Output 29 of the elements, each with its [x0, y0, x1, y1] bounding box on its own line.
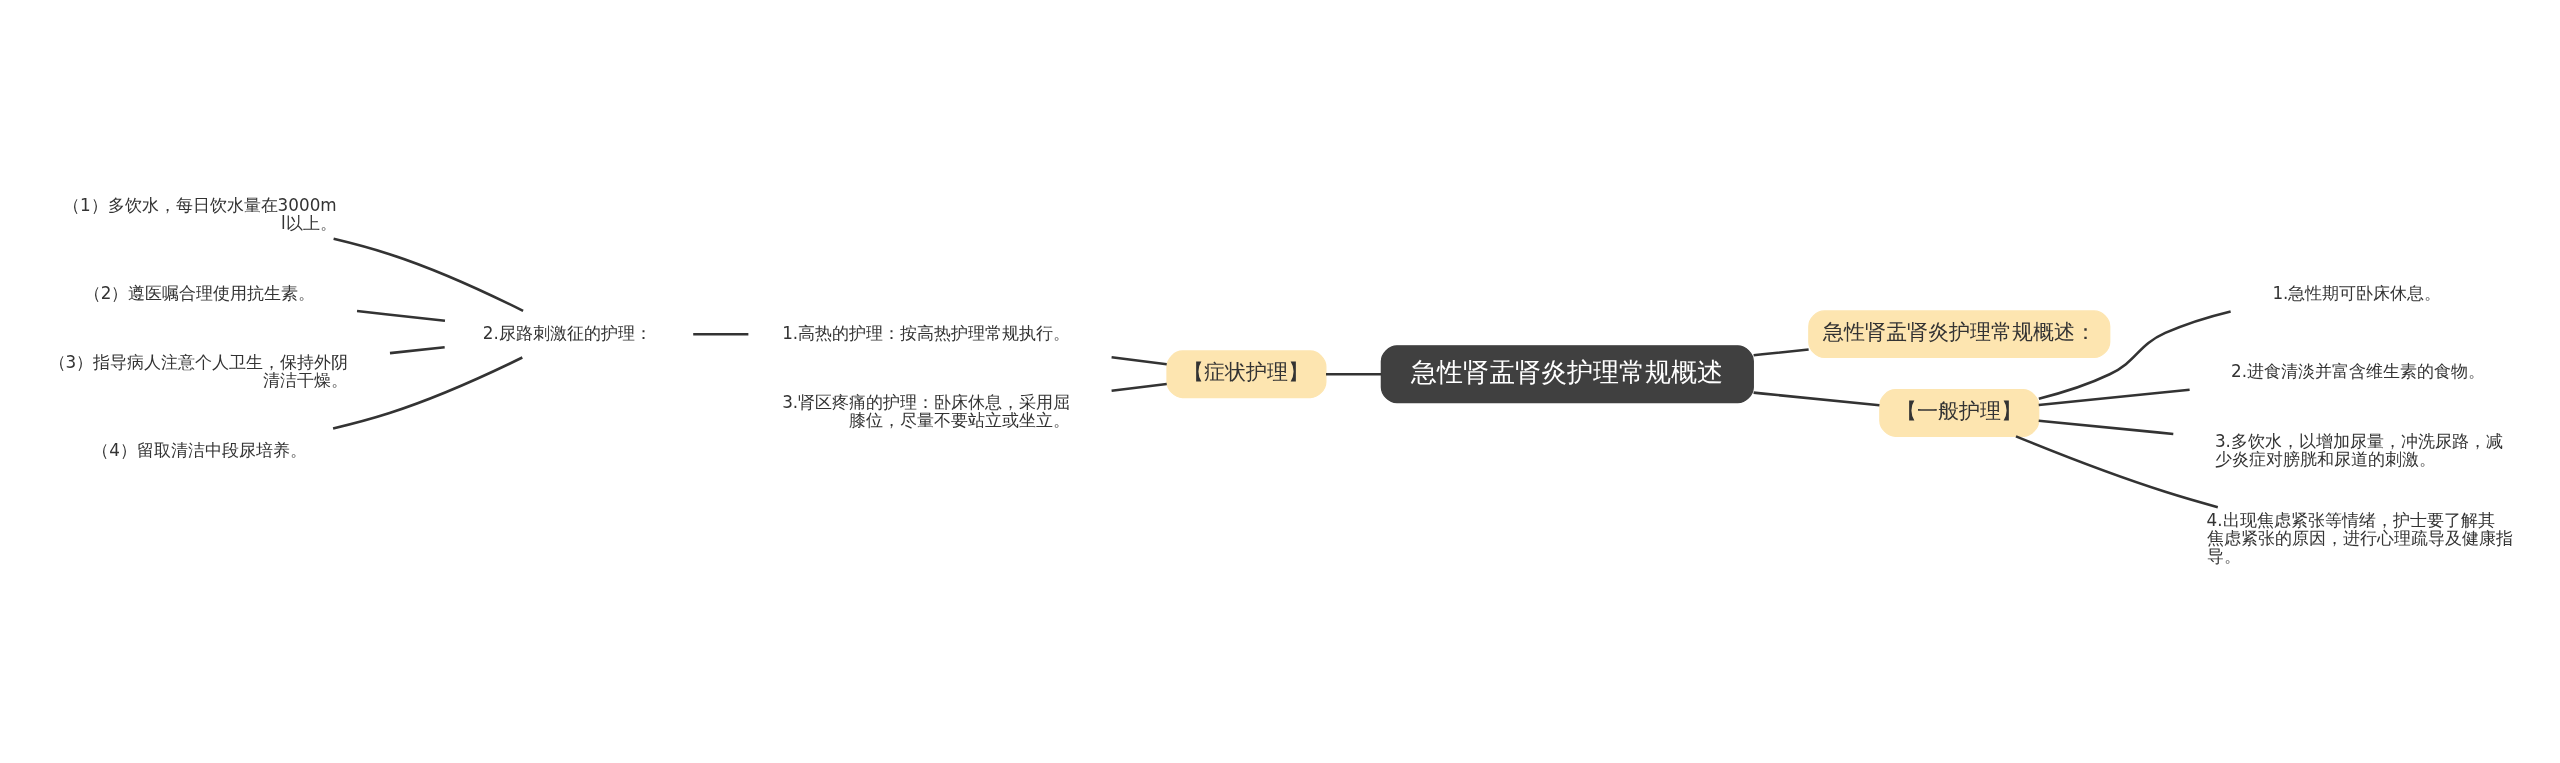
- connector: [332, 355, 523, 430]
- connector: [2015, 434, 2219, 508]
- connector: [693, 332, 749, 335]
- node-text: 2.进食清淡并富含维生素的食物。: [2231, 360, 2486, 381]
- connector: [2038, 418, 2174, 435]
- connector: [2038, 387, 2190, 406]
- connector: [1111, 382, 1167, 392]
- node-text: （4）留取清洁中段尿培养。: [92, 439, 307, 460]
- node-text: （1）多饮水，每日饮水量在3000ml以上。: [62, 194, 337, 233]
- node-text: 3.多饮水，以增加尿量，冲洗尿路，减少炎症对膀胱和尿道的刺激。: [2214, 430, 2503, 469]
- connector: [333, 236, 524, 312]
- node-box: 【一般护理】: [1879, 388, 2040, 437]
- node-text: 1.高热的护理：按高热护理常规执行。: [782, 322, 1071, 343]
- node-box: 急性肾盂肾炎护理常规概述：: [1808, 309, 2111, 358]
- node-text: 1.急性期可卧床休息。: [2272, 282, 2442, 303]
- connector: [389, 345, 445, 354]
- connector: [1111, 355, 1167, 366]
- node-text: 4.出现焦虑紧张等情绪，护士要了解其焦虑紧张的原因，进行心理疏导及健康指导。: [2206, 509, 2513, 566]
- node-text: 2.尿路刺激征的护理：: [482, 322, 652, 343]
- connector: [356, 309, 446, 322]
- connector: [1326, 372, 1382, 376]
- node-box: 急性肾盂肾炎护理常规概述: [1380, 344, 1754, 403]
- connector: [1753, 390, 1880, 406]
- node-text: 3.肾区疼痛的护理：卧床休息，采用屈膝位，尽量不要站立或坐立。: [782, 391, 1071, 430]
- connector: [1753, 347, 1809, 356]
- connector: [2038, 309, 2231, 400]
- node-box: 【症状护理】: [1166, 349, 1327, 398]
- node-text: （2）遵医嘱合理使用抗生素。: [83, 282, 316, 303]
- node-text: （3）指导病人注意个人卫生，保持外阴清洁干燥。: [48, 351, 349, 390]
